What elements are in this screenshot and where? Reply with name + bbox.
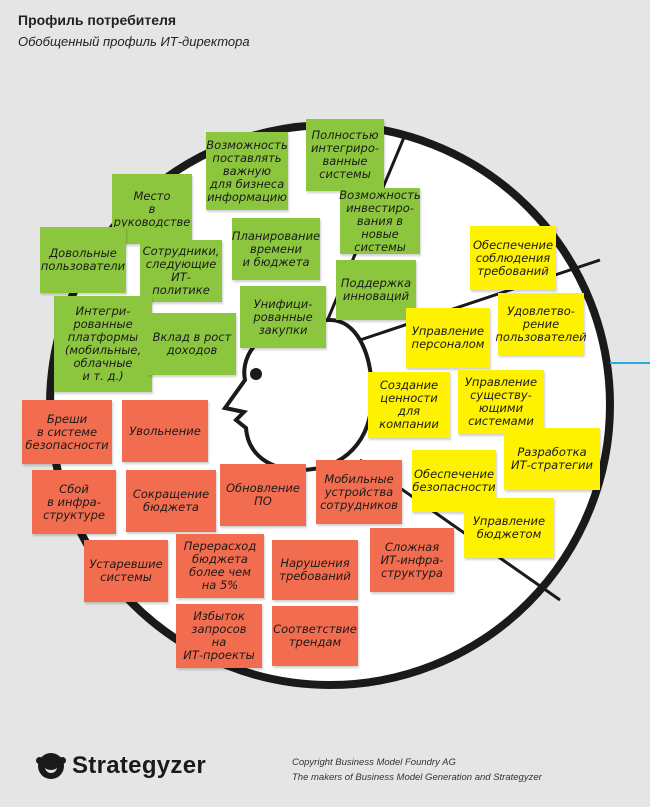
pain-note: Бреши в системе безопасности [22, 400, 112, 464]
gain-note: Сотрудники, следующие ИТ-политике [140, 240, 222, 302]
job-note: Управление персоналом [406, 308, 490, 368]
page-title: Профиль потребителя [18, 12, 177, 28]
gain-note: Возможность поставлять важную для бизнес… [206, 132, 288, 210]
gain-note: Полностью интегриро- ванные системы [306, 119, 384, 191]
pain-note: Перерасход бюджета более чем на 5% [176, 534, 264, 598]
accent-line [610, 362, 650, 364]
pain-note: Мобильные устройства сотрудников [316, 460, 402, 524]
pain-note: Увольнение [122, 400, 208, 462]
job-note: Удовлетво- рение пользователей [495, 293, 587, 355]
gain-note: Интегри- рованные платформы (мобильные, … [54, 296, 152, 392]
pain-note: Соответствие трендам [272, 606, 358, 666]
face-eye [250, 368, 262, 380]
job-note: Создание ценности для компании [368, 372, 450, 438]
gain-note: Унифици- рованные закупки [240, 286, 326, 348]
pain-note: Избыток запросов на ИТ-проекты [176, 604, 262, 668]
copyright-line-2: The makers of Business Model Generation … [292, 772, 542, 783]
copyright-line-1: Copyright Business Model Foundry AG [292, 757, 456, 768]
gain-note: Возможность инвестиро- вания в новые сис… [339, 187, 421, 254]
job-note: Обеспечение соблюдения требований [470, 226, 556, 290]
strategyzer-logo: Strategyzer [36, 752, 207, 780]
pain-note: Устаревшие системы [84, 540, 168, 602]
pain-note: Сложная ИТ-инфра- структура [370, 528, 454, 592]
gain-note: Довольные пользователи [40, 227, 126, 293]
pain-note: Обновление ПО [220, 464, 306, 526]
gain-note: Планирование времени и бюджета [232, 218, 320, 280]
pain-note: Сбой в инфра- структуре [32, 470, 116, 534]
pain-note: Сокращение бюджета [126, 470, 216, 532]
pain-note: Нарушения требований [272, 540, 358, 600]
job-note: Разработка ИТ-стратегии [504, 428, 600, 490]
gain-note: Вклад в рост доходов [148, 313, 236, 375]
copyright-text: Copyright Business Model Foundry AG The … [292, 755, 542, 785]
gain-note: Поддержка инноваций [336, 260, 416, 320]
job-note: Управление существу- ющими системами [458, 370, 544, 434]
page-subtitle: Обобщенный профиль ИТ-директора [18, 34, 250, 49]
job-note: Обеспечение безопасности [412, 450, 496, 512]
strategyzer-logo-icon [36, 753, 66, 779]
job-note: Управление бюджетом [464, 498, 554, 558]
brand-name: Strategyzer [72, 752, 207, 779]
